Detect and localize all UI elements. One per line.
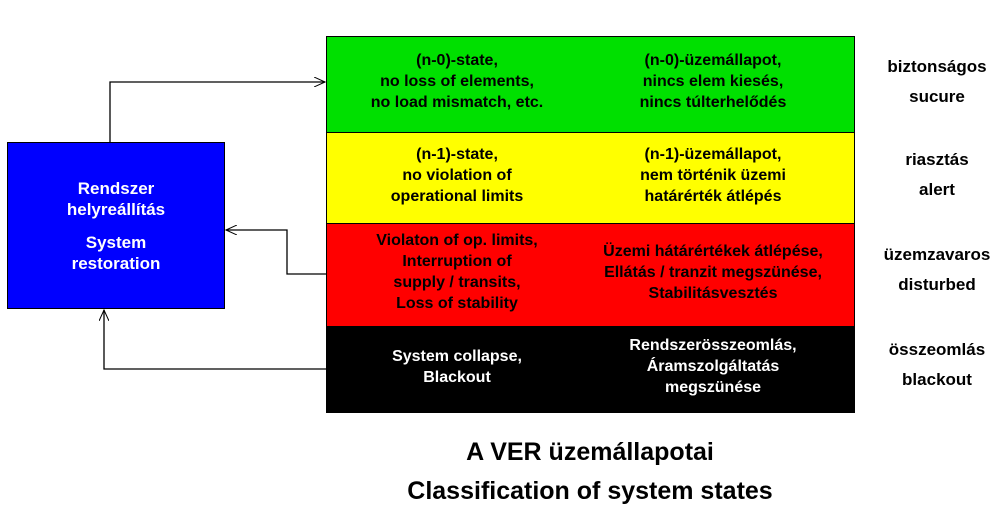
band-alert-en: (n-1)-state, no violation of operational… bbox=[327, 133, 587, 223]
restore-en-line-1: System bbox=[85, 232, 147, 252]
band-alert-en-2: no violation of bbox=[402, 166, 512, 184]
band-disturbed-en-4: Loss of stability bbox=[396, 295, 518, 312]
label-disturbed: üzemzavaros disturbed bbox=[862, 240, 1006, 300]
restore-hu-line-1: Rendszer bbox=[77, 178, 155, 198]
band-normal: (n-0)-state, no loss of elements, no loa… bbox=[327, 37, 854, 133]
band-normal-hu: (n-0)-üzemállapot, nincs elem kiesés, ni… bbox=[583, 37, 843, 132]
band-disturbed-en-3: supply / transits, bbox=[393, 274, 521, 291]
band-alert-hu: (n-1)-üzemállapot, nem történik üzemi ha… bbox=[583, 133, 843, 223]
band-disturbed-hu-3: Stabilitásvesztés bbox=[648, 284, 778, 302]
arrow-restore-to-normal bbox=[109, 82, 325, 142]
label-alert: riasztás alert bbox=[862, 145, 1006, 205]
label-disturbed-en: disturbed bbox=[898, 275, 976, 294]
band-alert-en-1: (n-1)-state, bbox=[416, 145, 498, 163]
arrow-disturbed-to-restore bbox=[226, 230, 326, 275]
band-blackout-en-1: System collapse, bbox=[392, 347, 522, 365]
band-normal-en-2: no loss of elements, bbox=[380, 73, 534, 90]
band-disturbed-hu: Üzemi hátárértékek átlépése, Ellátás / t… bbox=[583, 224, 843, 326]
band-blackout: System collapse, Blackout Rendszerösszeo… bbox=[327, 327, 854, 412]
label-blackout-en: blackout bbox=[902, 370, 972, 389]
band-normal-en-1: (n-0)-state, bbox=[416, 52, 498, 69]
band-normal-en-3: no load mismatch, etc. bbox=[370, 94, 544, 111]
label-normal-hu: biztonságos bbox=[887, 57, 987, 76]
band-normal-en: (n-0)-state, no loss of elements, no loa… bbox=[327, 37, 587, 132]
band-blackout-hu-3: megszünése bbox=[664, 379, 762, 396]
band-disturbed-en: Violaton of op. limits, Interruption of … bbox=[327, 224, 587, 326]
band-alert-hu-1: (n-1)-üzemállapot, bbox=[644, 145, 782, 163]
band-blackout-en: System collapse, Blackout bbox=[327, 327, 587, 412]
band-normal-hu-2: nincs elem kiesés, bbox=[642, 73, 784, 90]
band-disturbed-en-2: Interruption of bbox=[402, 253, 512, 270]
band-normal-hu-3: nincs túlterhelődés bbox=[639, 94, 787, 111]
band-alert-en-3: operational limits bbox=[390, 187, 524, 205]
band-blackout-en-2: Blackout bbox=[423, 368, 491, 386]
system-state-stack: (n-0)-state, no loss of elements, no loa… bbox=[326, 36, 855, 413]
band-blackout-hu-2: Áramszolgáltatás bbox=[646, 358, 780, 375]
band-alert-hu-3: határérték átlépés bbox=[644, 187, 782, 205]
band-disturbed-hu-1: Üzemi hátárértékek átlépése, bbox=[603, 242, 823, 260]
caption-hu: A VER üzemállapotai bbox=[466, 438, 714, 466]
band-blackout-hu-1: Rendszerösszeomlás, bbox=[629, 337, 797, 354]
band-disturbed-hu-2: Ellátás / tranzit megszünése, bbox=[604, 263, 822, 281]
band-normal-hu-1: (n-0)-üzemállapot, bbox=[644, 52, 782, 69]
label-disturbed-hu: üzemzavaros bbox=[883, 245, 991, 264]
label-normal-en: sucure bbox=[909, 87, 965, 106]
label-blackout-hu: összeomlás bbox=[888, 340, 986, 359]
arrow-blackout-to-restore bbox=[104, 310, 326, 370]
system-restoration-box: Rendszer helyreállítás System restoratio… bbox=[7, 142, 225, 309]
caption-en: Classification of system states bbox=[407, 477, 773, 505]
band-disturbed: Violaton of op. limits, Interruption of … bbox=[327, 224, 854, 327]
restore-en-line-2: restoration bbox=[71, 253, 161, 273]
label-blackout: összeomlás blackout bbox=[862, 335, 1006, 395]
label-alert-en: alert bbox=[919, 180, 955, 199]
band-disturbed-en-1: Violaton of op. limits, bbox=[376, 232, 538, 249]
label-normal: biztonságos sucure bbox=[862, 52, 1006, 112]
band-alert: (n-1)-state, no violation of operational… bbox=[327, 133, 854, 224]
label-alert-hu: riasztás bbox=[905, 150, 969, 169]
restore-hu-line-2: helyreállítás bbox=[66, 199, 166, 219]
band-alert-hu-2: nem történik üzemi bbox=[640, 166, 786, 184]
band-blackout-hu: Rendszerösszeomlás, Áramszolgáltatás meg… bbox=[583, 327, 843, 412]
